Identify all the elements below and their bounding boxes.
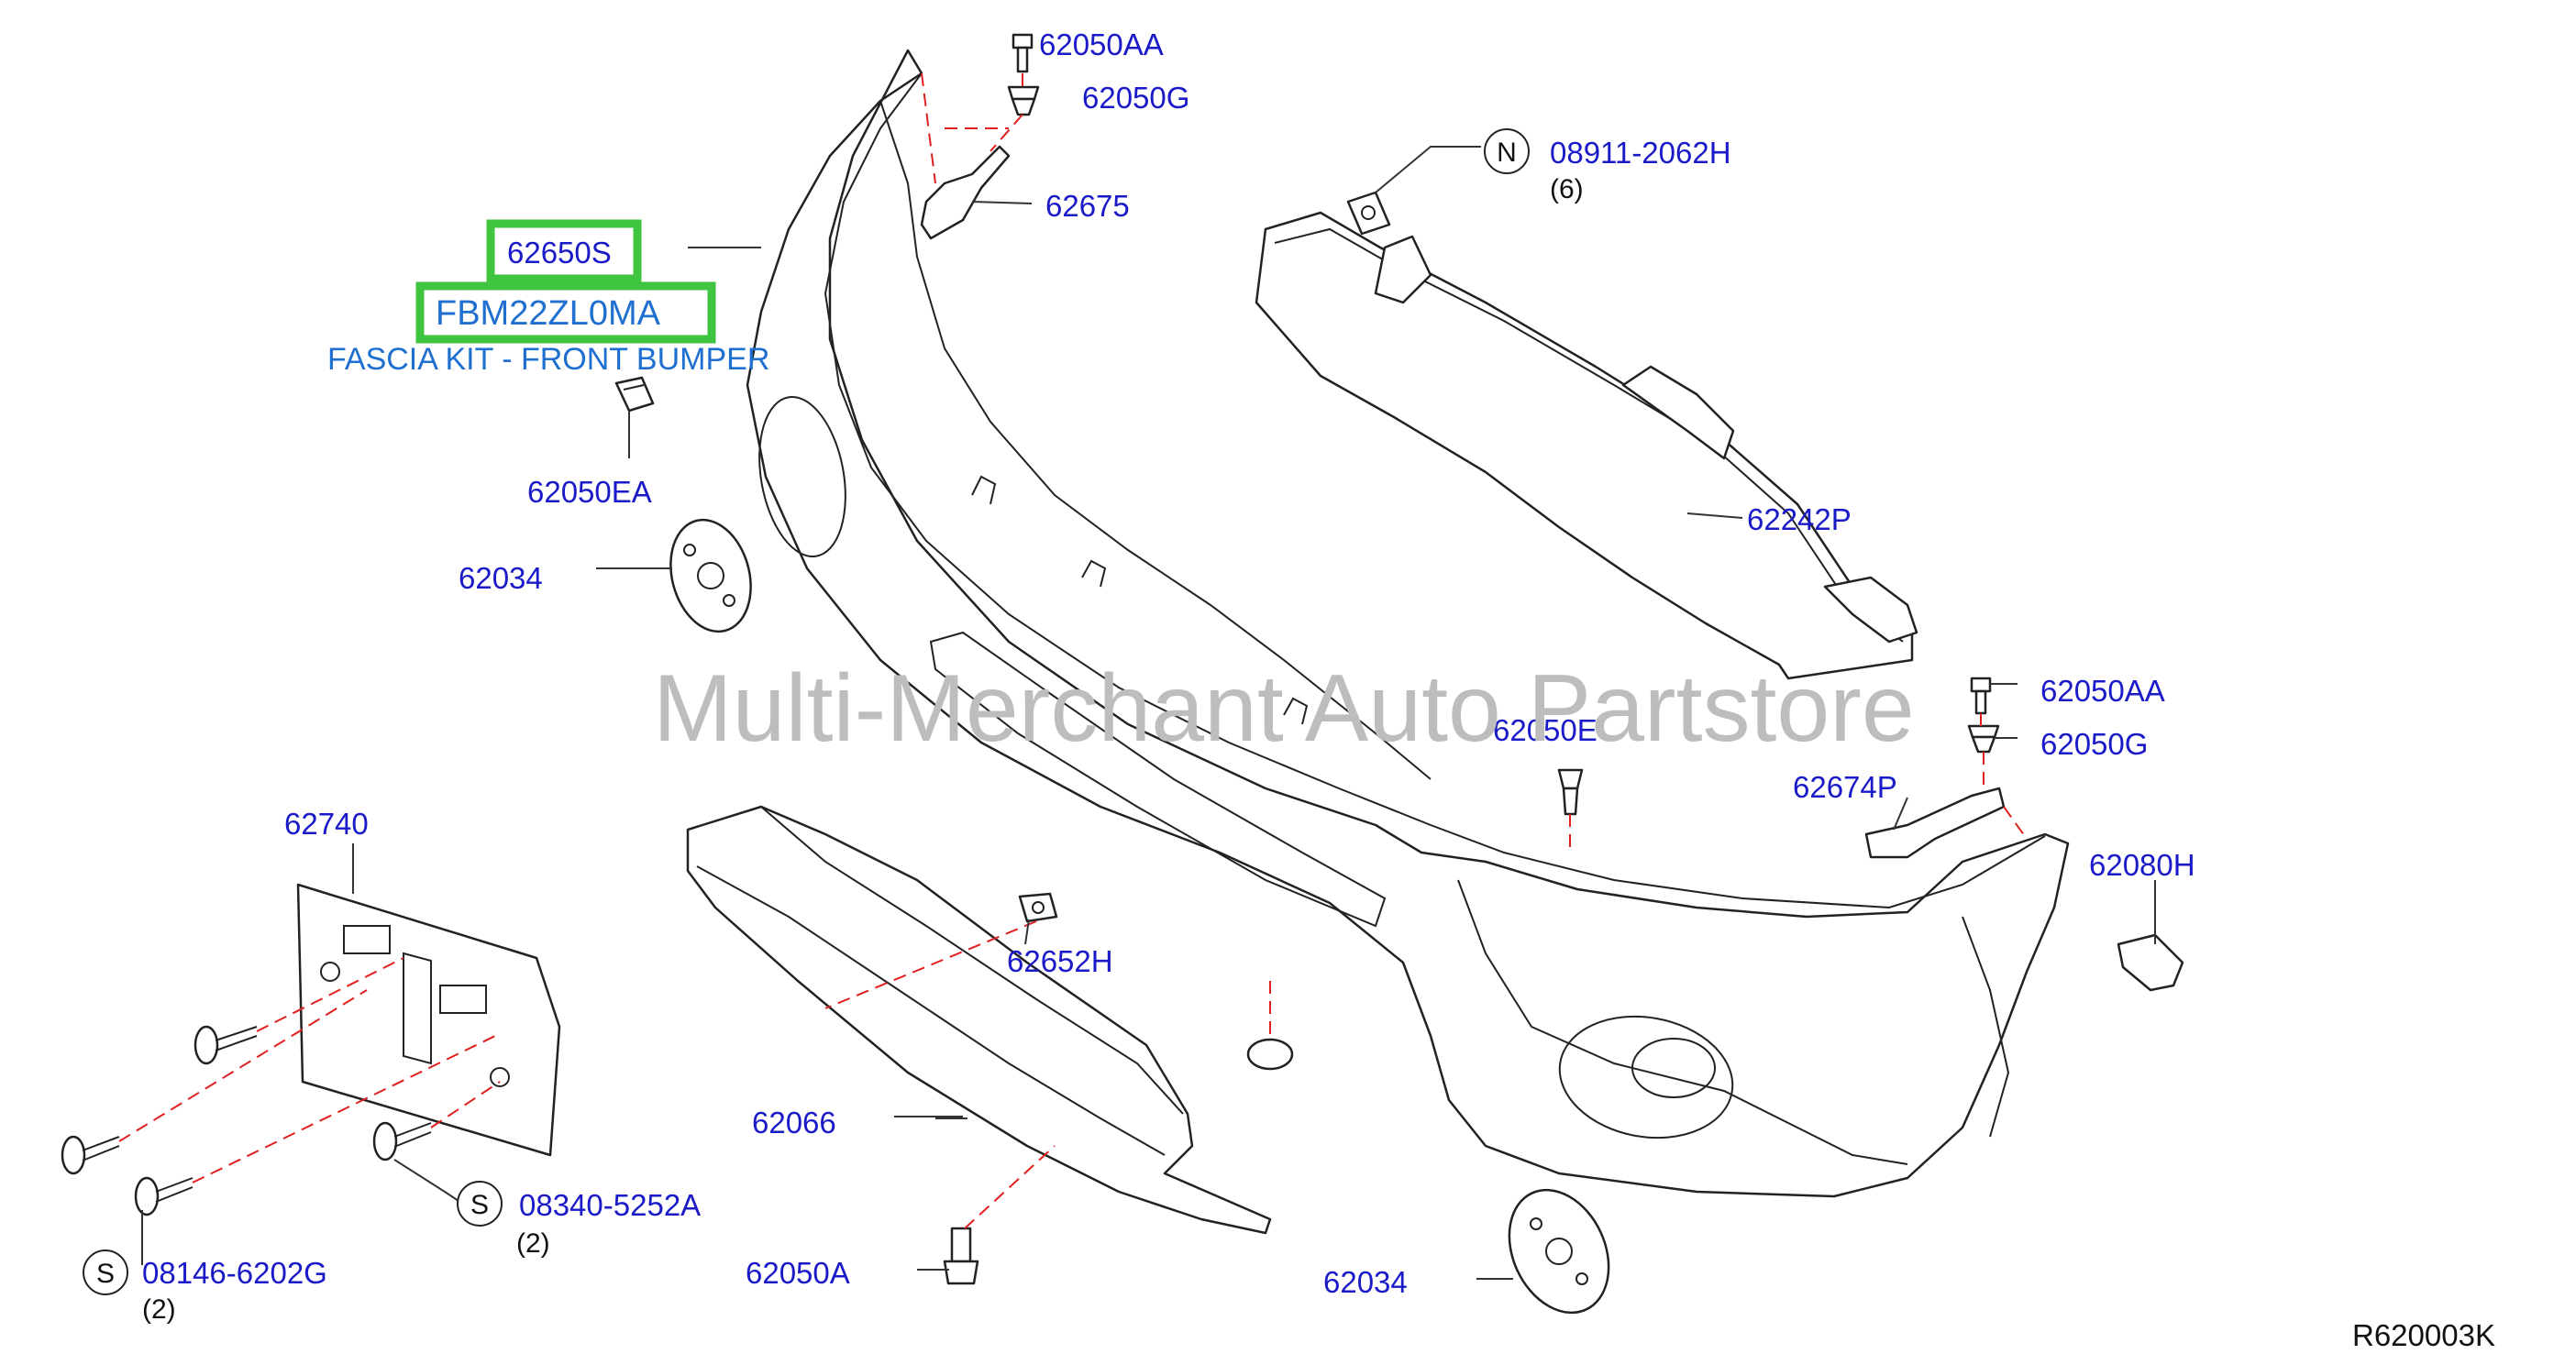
- callout-62242p[interactable]: 62242P: [1747, 502, 1852, 536]
- callout-08911-qty: (6): [1550, 174, 1584, 204]
- screw-08146-lower[interactable]: [134, 1176, 193, 1216]
- assembly-lines: [118, 72, 2028, 1229]
- callout-62050aa-right[interactable]: 62050AA: [2040, 674, 2165, 708]
- clip-62034-center[interactable]: [1246, 1038, 1294, 1071]
- callout-62050g-right[interactable]: 62050G: [2040, 727, 2148, 761]
- leader-lines: [141, 146, 2156, 1280]
- callout-08340-qty: (2): [516, 1228, 550, 1259]
- callout-62050g-top[interactable]: 62050G: [1082, 81, 1189, 115]
- symbol-s-circle-08340: [457, 1181, 503, 1227]
- callout-62652h[interactable]: 62652H: [1007, 944, 1113, 978]
- callout-62034-left[interactable]: 62034: [459, 561, 543, 595]
- symbol-s-08146: S: [96, 1259, 115, 1289]
- callout-62050ea[interactable]: 62050EA: [527, 475, 652, 509]
- callout-62740[interactable]: 62740: [284, 807, 369, 841]
- symbol-s-08340: S: [470, 1190, 489, 1220]
- callout-08146-qty: (2): [142, 1294, 176, 1325]
- clip-62050g-top[interactable]: [1007, 85, 1040, 116]
- callout-62650s[interactable]: 62650S: [507, 236, 612, 270]
- watermark: Multi-Merchant Auto Partstore: [653, 655, 1915, 762]
- callout-62034-bottom[interactable]: 62034: [1323, 1265, 1408, 1299]
- symbol-s-circle-08146: [83, 1249, 128, 1295]
- fascia-kit-description: FASCIA KIT - FRONT BUMPER: [327, 342, 769, 377]
- callout-fbm22zl0ma[interactable]: FBM22ZL0MA: [436, 294, 661, 333]
- callout-08146-6202g[interactable]: 08146-6202G: [142, 1256, 327, 1290]
- bracket-62675[interactable]: [920, 145, 1011, 240]
- callout-62050aa-top[interactable]: 62050AA: [1039, 28, 1164, 61]
- callout-62050e[interactable]: 62050E: [1493, 713, 1598, 747]
- nut-62652h[interactable]: [1018, 892, 1058, 923]
- callout-08340-5252a[interactable]: 08340-5252A: [519, 1188, 701, 1222]
- bumper-reinforcement[interactable]: [1255, 211, 1918, 680]
- screw-08146-mid[interactable]: [61, 1135, 120, 1175]
- front-bumper-fascia[interactable]: [746, 49, 2070, 1198]
- clip-62050g-right[interactable]: [1967, 724, 2000, 754]
- kit-code-highlight: [415, 281, 716, 344]
- diagram-reference: R620003K: [2352, 1318, 2495, 1352]
- clip-62080h[interactable]: [2117, 933, 2184, 992]
- grommet-62034-left[interactable]: [658, 511, 762, 641]
- symbol-n: N: [1497, 138, 1517, 168]
- grommet-62034-bottom[interactable]: [1490, 1173, 1628, 1328]
- callout-62080h[interactable]: 62080H: [2089, 848, 2195, 882]
- license-plate-bracket[interactable]: [296, 883, 561, 1157]
- rivet-62050e[interactable]: [1557, 768, 1584, 816]
- lower-valance[interactable]: [686, 805, 1272, 1235]
- callout-62675[interactable]: 62675: [1045, 189, 1130, 223]
- clip-62050ea[interactable]: [614, 376, 655, 413]
- bolt-62050a[interactable]: [943, 1227, 979, 1285]
- callout-08911-2062h[interactable]: 08911-2062H: [1550, 136, 1731, 170]
- bolt-62050aa-top[interactable]: [1012, 33, 1034, 73]
- callout-62066[interactable]: 62066: [752, 1106, 836, 1139]
- kit-number-highlight: [486, 219, 642, 283]
- symbol-n-circle: [1484, 128, 1530, 174]
- screw-08146-upper[interactable]: [193, 1025, 258, 1065]
- bolt-62050aa-right[interactable]: [1970, 677, 1992, 715]
- callout-62050a[interactable]: 62050A: [746, 1256, 850, 1290]
- screw-08340[interactable]: [372, 1121, 432, 1161]
- nut-08911[interactable]: [1346, 191, 1391, 236]
- callout-62674p[interactable]: 62674P: [1793, 770, 1897, 804]
